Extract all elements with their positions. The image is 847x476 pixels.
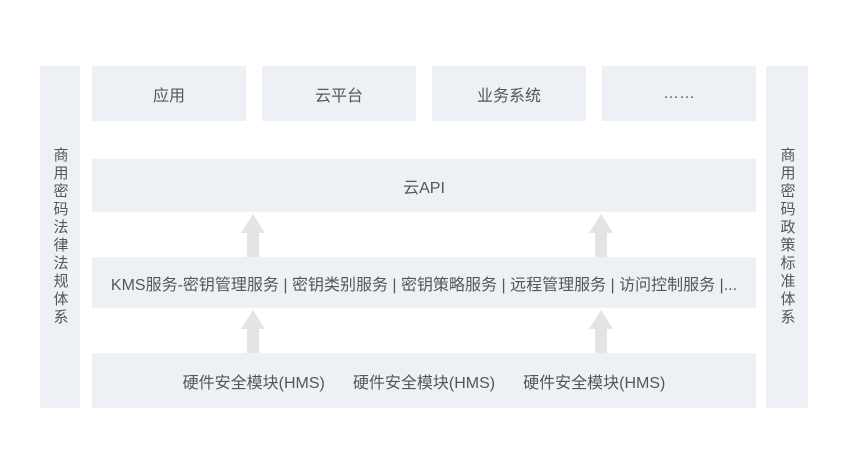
box-business-system-label: 业务系统 xyxy=(476,87,541,105)
right-sidebar-policy-system: 商用密码政策标准体系 xyxy=(766,66,808,408)
up-arrow-icon xyxy=(241,214,265,257)
left-sidebar-law-system: 商用密码法律法规体系 xyxy=(40,66,80,408)
kms-services-layer: KMS服务-密钥管理服务 | 密钥类别服务 | 密钥策略服务 | 远程管理服务 … xyxy=(92,257,756,308)
box-application-label: 应用 xyxy=(152,87,185,105)
box-ellipsis: …… xyxy=(602,66,756,121)
cloud-api-layer: 云API xyxy=(92,159,756,212)
box-cloud-platform-label: 云平台 xyxy=(314,87,363,105)
left-sidebar-label: 商用密码法律法规体系 xyxy=(51,147,69,327)
hsm-module-label: 硬件安全模块(HMS) xyxy=(352,374,496,392)
up-arrow-icon xyxy=(589,214,613,257)
hsm-layer: 硬件安全模块(HMS) 硬件安全模块(HMS) 硬件安全模块(HMS) xyxy=(92,353,756,408)
hsm-module-label: 硬件安全模块(HMS) xyxy=(182,374,325,392)
up-arrow-icon xyxy=(241,310,265,353)
right-sidebar-label: 商用密码政策标准体系 xyxy=(778,147,796,327)
kms-services-label: KMS服务-密钥管理服务 | 密钥类别服务 | 密钥策略服务 | 远程管理服务 … xyxy=(110,276,738,294)
cloud-api-label: 云API xyxy=(403,179,445,197)
hsm-module-label: 硬件安全模块(HMS) xyxy=(523,374,666,392)
box-ellipsis-label: …… xyxy=(663,84,695,102)
box-application: 应用 xyxy=(92,66,246,121)
box-business-system: 业务系统 xyxy=(432,66,586,121)
up-arrow-icon xyxy=(589,310,613,353)
top-layer-row: 应用 云平台 业务系统 …… xyxy=(92,66,756,121)
box-cloud-platform: 云平台 xyxy=(262,66,416,121)
